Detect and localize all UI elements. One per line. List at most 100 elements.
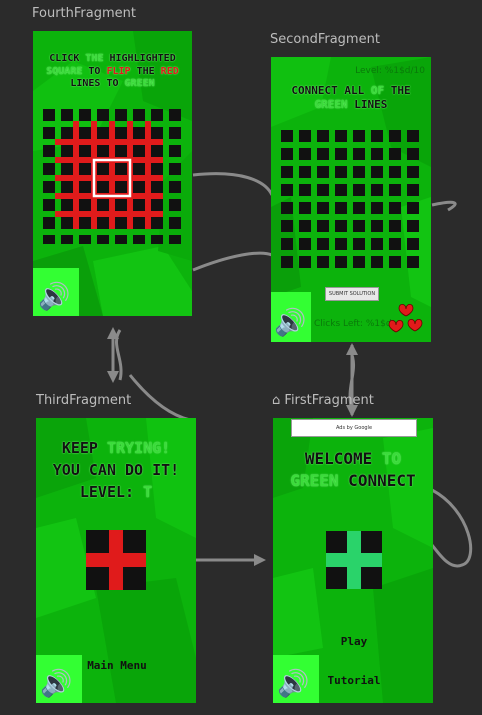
grid-tile[interactable] xyxy=(353,166,365,178)
grid-tile[interactable] xyxy=(115,127,127,139)
grid-tile[interactable] xyxy=(335,148,347,160)
first-sound-panel[interactable]: 🔊 xyxy=(273,655,319,703)
grid-tile[interactable] xyxy=(299,202,311,214)
grid-tile[interactable] xyxy=(169,163,181,175)
grid-tile[interactable] xyxy=(61,109,73,121)
grid-tile[interactable] xyxy=(281,148,293,160)
grid-tile[interactable] xyxy=(371,256,383,268)
grid-tile[interactable] xyxy=(133,235,145,244)
grid-tile[interactable] xyxy=(133,217,145,229)
grid-tile[interactable] xyxy=(407,238,419,250)
grid-tile[interactable] xyxy=(281,238,293,250)
grid-tile[interactable] xyxy=(371,148,383,160)
grid-tile[interactable] xyxy=(79,127,91,139)
grid-tile[interactable] xyxy=(169,235,181,244)
grid-tile[interactable] xyxy=(335,256,347,268)
grid-tile[interactable] xyxy=(281,166,293,178)
grid-tile[interactable] xyxy=(115,235,127,244)
grid-tile[interactable] xyxy=(169,145,181,157)
grid-tile[interactable] xyxy=(371,238,383,250)
grid-tile[interactable] xyxy=(353,148,365,160)
grid-tile[interactable] xyxy=(169,109,181,121)
grid-tile[interactable] xyxy=(61,235,73,244)
grid-tile[interactable] xyxy=(335,220,347,232)
grid-tile[interactable] xyxy=(79,235,91,244)
grid-tile[interactable] xyxy=(43,127,55,139)
grid-tile[interactable] xyxy=(407,256,419,268)
grid-tile[interactable] xyxy=(371,130,383,142)
grid-tile[interactable] xyxy=(169,127,181,139)
grid-tile[interactable] xyxy=(317,130,329,142)
grid-tile[interactable] xyxy=(115,109,127,121)
grid-tile[interactable] xyxy=(317,220,329,232)
grid-tile[interactable] xyxy=(133,109,145,121)
grid-tile[interactable] xyxy=(133,163,145,175)
fourth-sound-panel[interactable]: 🔊 xyxy=(33,268,79,316)
grid-tile[interactable] xyxy=(407,148,419,160)
grid-tile[interactable] xyxy=(335,166,347,178)
grid-tile[interactable] xyxy=(335,184,347,196)
grid-tile[interactable] xyxy=(61,163,73,175)
grid-tile[interactable] xyxy=(389,130,401,142)
grid-tile[interactable] xyxy=(299,256,311,268)
grid-tile[interactable] xyxy=(335,202,347,214)
ad-banner[interactable]: Ads by Google xyxy=(291,419,417,437)
grid-tile[interactable] xyxy=(79,217,91,229)
grid-tile[interactable] xyxy=(281,202,293,214)
grid-tile[interactable] xyxy=(353,220,365,232)
grid-tile[interactable] xyxy=(79,163,91,175)
grid-tile[interactable] xyxy=(115,181,127,193)
grid-tile[interactable] xyxy=(151,127,163,139)
grid-tile[interactable] xyxy=(317,184,329,196)
grid-tile[interactable] xyxy=(97,109,109,121)
grid-tile[interactable] xyxy=(43,145,55,157)
grid-tile[interactable] xyxy=(407,130,419,142)
grid-tile[interactable] xyxy=(43,199,55,211)
grid-tile[interactable] xyxy=(353,202,365,214)
grid-tile[interactable] xyxy=(97,217,109,229)
main-menu-button[interactable]: Main Menu xyxy=(87,659,147,672)
submit-solution-button[interactable]: SUBMIT SOLUTION xyxy=(325,287,379,301)
first-fragment-screen[interactable]: Ads by Google Welcome to Green Connect P… xyxy=(273,418,433,703)
grid-tile[interactable] xyxy=(299,220,311,232)
grid-tile[interactable] xyxy=(281,184,293,196)
grid-tile[interactable] xyxy=(353,256,365,268)
grid-tile[interactable] xyxy=(79,145,91,157)
grid-tile[interactable] xyxy=(97,163,109,175)
tutorial-button[interactable]: Tutorial xyxy=(327,674,381,687)
grid-tile[interactable] xyxy=(389,220,401,232)
grid-tile[interactable] xyxy=(97,145,109,157)
grid-tile[interactable] xyxy=(151,145,163,157)
grid-tile[interactable] xyxy=(97,235,109,244)
grid-tile[interactable] xyxy=(389,238,401,250)
second-puzzle-grid[interactable] xyxy=(281,130,421,270)
grid-tile[interactable] xyxy=(389,184,401,196)
grid-tile[interactable] xyxy=(281,130,293,142)
second-fragment-label[interactable]: SecondFragment xyxy=(270,32,380,47)
third-fragment-screen[interactable]: Keep Trying! You can do it! Level: t 🔊 M… xyxy=(36,418,196,703)
grid-tile[interactable] xyxy=(281,220,293,232)
grid-tile[interactable] xyxy=(133,199,145,211)
grid-tile[interactable] xyxy=(353,238,365,250)
grid-tile[interactable] xyxy=(61,217,73,229)
grid-tile[interactable] xyxy=(133,181,145,193)
grid-tile[interactable] xyxy=(281,256,293,268)
grid-tile[interactable] xyxy=(151,235,163,244)
grid-tile[interactable] xyxy=(79,109,91,121)
grid-tile[interactable] xyxy=(169,199,181,211)
grid-tile[interactable] xyxy=(407,202,419,214)
grid-tile[interactable] xyxy=(61,145,73,157)
third-fragment-label[interactable]: ThirdFragment xyxy=(36,393,132,408)
grid-tile[interactable] xyxy=(299,184,311,196)
grid-tile[interactable] xyxy=(299,130,311,142)
grid-tile[interactable] xyxy=(389,202,401,214)
second-fragment-screen[interactable]: Level: %1$d/10 Connect all of the green … xyxy=(271,57,431,342)
grid-tile[interactable] xyxy=(151,181,163,193)
grid-tile[interactable] xyxy=(299,148,311,160)
grid-tile[interactable] xyxy=(115,163,127,175)
grid-tile[interactable] xyxy=(371,166,383,178)
speaker-icon[interactable]: 🔊 xyxy=(38,282,71,312)
grid-tile[interactable] xyxy=(371,220,383,232)
highlighted-square[interactable] xyxy=(92,158,132,198)
grid-tile[interactable] xyxy=(407,166,419,178)
